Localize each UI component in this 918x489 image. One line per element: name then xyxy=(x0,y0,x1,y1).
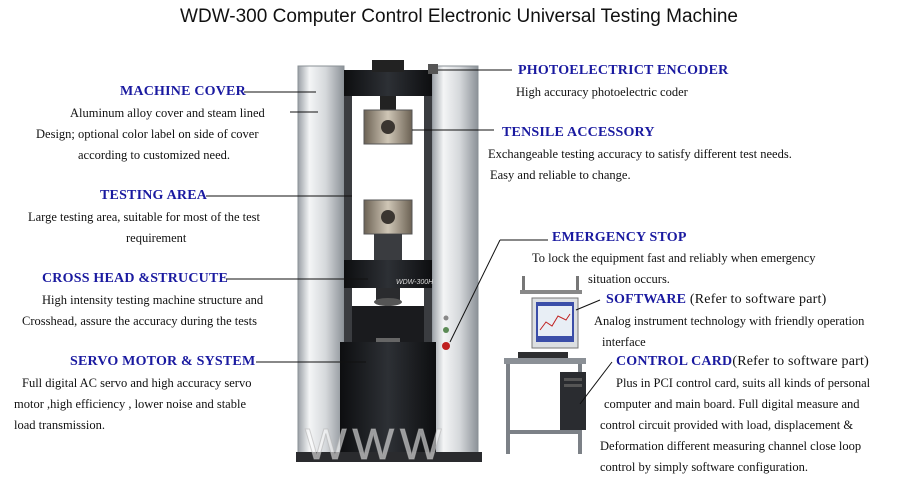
software-heading: SOFTWARE (Refer to software part) xyxy=(606,292,826,308)
software-heading-text: SOFTWARE xyxy=(606,292,687,307)
encoder-line: High accuracy photoelectric coder xyxy=(516,85,688,99)
servo-motor-line: motor ,high efficiency , lower noise and… xyxy=(14,397,246,411)
moving-crosshead xyxy=(344,260,432,288)
testing-area-line: requirement xyxy=(126,231,187,245)
software-desc: Analog instrument technology with friend… xyxy=(594,311,864,353)
watermark: WWW xyxy=(305,420,448,470)
right-column xyxy=(431,65,479,459)
tensile-heading: TENSILE ACCESSORY xyxy=(502,125,655,140)
testing-area-heading: TESTING AREA xyxy=(100,188,208,203)
left-column xyxy=(297,65,345,459)
right-screw xyxy=(424,96,432,342)
control-card-suffix: (Refer to software part) xyxy=(732,354,869,369)
emergency-line: situation occurs. xyxy=(588,272,670,286)
control-card-line: Plus in PCI control card, suits all kind… xyxy=(616,376,871,390)
encoder-heading: PHOTOELECTRICT ENCODER xyxy=(518,63,729,78)
encoder-desc: High accuracy photoelectric coder xyxy=(516,82,688,103)
tensile-line: Easy and reliable to change. xyxy=(490,168,631,182)
machine-base xyxy=(340,342,436,458)
machine-cover-heading: MACHINE COVER xyxy=(120,84,246,99)
indicator-light xyxy=(443,327,449,333)
servo-motor-heading: SERVO MOTOR & SYSTEM xyxy=(70,354,256,369)
control-card-heading-text: CONTROL CARD xyxy=(616,354,733,369)
control-card-line: computer and main board. Full digital me… xyxy=(604,397,860,411)
cross-head-line: Crosshead, assure the accuracy during th… xyxy=(22,314,257,328)
machine-cover-desc: Aluminum alloy cover and steam lined Des… xyxy=(36,103,265,166)
keyboard xyxy=(518,352,568,358)
servo-motor-line: Full digital AC servo and high accuracy … xyxy=(22,376,252,390)
testing-area-line: Large testing area, suitable for most of… xyxy=(28,210,260,224)
emergency-line: To lock the equipment fast and reliably … xyxy=(532,251,816,265)
left-screw xyxy=(344,96,352,342)
tensile-desc: Exchangeable testing accuracy to satisfy… xyxy=(488,144,792,186)
control-card-desc: Plus in PCI control card, suits all kind… xyxy=(600,373,870,478)
machine-plate: WDW-300H xyxy=(396,279,434,286)
page-title: WDW-300 Computer Control Electronic Univ… xyxy=(180,6,738,27)
desk-top xyxy=(504,358,586,364)
machine-cover-line: according to customized need. xyxy=(78,148,231,162)
machine-cover-line: Aluminum alloy cover and steam lined xyxy=(70,106,265,120)
control-card-heading: CONTROL CARD(Refer to software part) xyxy=(616,354,869,370)
servo-motor-line: load transmission. xyxy=(14,418,105,432)
cross-head-heading: CROSS HEAD &STRUCUTE xyxy=(42,271,229,286)
cross-head-line: High intensity testing machine structure… xyxy=(42,293,264,307)
software-line: Analog instrument technology with friend… xyxy=(594,314,865,328)
control-card-line: control by simply software configuration… xyxy=(600,460,808,474)
emergency-stop-button xyxy=(442,342,450,350)
control-card-line: Deformation different measuring channel … xyxy=(600,439,862,453)
cross-head-desc: High intensity testing machine structure… xyxy=(22,290,263,332)
software-suffix: (Refer to software part) xyxy=(686,292,827,307)
software-line: interface xyxy=(602,335,646,349)
machine-cover-line: Design; optional color label on side of … xyxy=(36,127,259,141)
servo-motor-desc: Full digital AC servo and high accuracy … xyxy=(14,373,251,436)
top-crosshead xyxy=(344,70,432,96)
upper-grip xyxy=(363,109,413,145)
encoder-cap xyxy=(428,64,438,74)
testing-area-desc: Large testing area, suitable for most of… xyxy=(28,207,260,249)
control-card-line: control circuit provided with load, disp… xyxy=(600,418,854,432)
tensile-line: Exchangeable testing accuracy to satisfy… xyxy=(488,147,792,161)
emergency-desc: To lock the equipment fast and reliably … xyxy=(532,248,816,290)
emergency-heading: EMERGENCY STOP xyxy=(552,230,687,245)
